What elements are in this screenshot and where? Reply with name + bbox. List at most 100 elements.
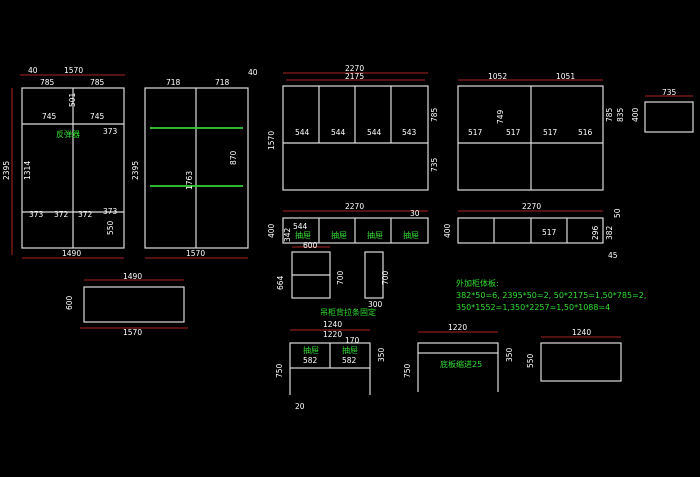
dim-600: 600 bbox=[65, 295, 74, 310]
small-box-elevation: 735 400 bbox=[631, 88, 694, 133]
dim-517: 517 bbox=[543, 128, 558, 137]
dim-1240: 1240 bbox=[323, 320, 342, 329]
dim-870: 870 bbox=[229, 150, 238, 165]
upper-cabinet-b-elevation: 1052 1051 835 785 517 749 517 517 516 bbox=[457, 72, 625, 191]
dim-517: 517 bbox=[468, 128, 483, 137]
dim-1314: 1314 bbox=[23, 161, 32, 180]
dim-501: 501 bbox=[68, 92, 77, 107]
dim-350: 350 bbox=[377, 347, 386, 362]
dim-400: 400 bbox=[443, 223, 452, 238]
dim-170: 170 bbox=[345, 336, 360, 345]
dim-373: 373 bbox=[29, 210, 44, 219]
dim-517: 517 bbox=[506, 128, 521, 137]
side-views: 600 664 700 700 300 吊柜背拉条固定 bbox=[276, 241, 390, 317]
dim-745: 745 bbox=[90, 112, 105, 121]
dim-718: 718 bbox=[215, 78, 230, 87]
dim-2270: 2270 bbox=[345, 64, 364, 73]
plan-view: 1490 600 1570 bbox=[65, 272, 188, 337]
dim-373: 373 bbox=[103, 207, 118, 216]
notes-line-1: 382*50=6, 2395*50=2, 50*2175=1,50*785=2, bbox=[456, 291, 646, 300]
dim-20: 20 bbox=[295, 402, 305, 411]
dim-544: 544 bbox=[331, 128, 346, 137]
table-plan-frame bbox=[540, 342, 622, 382]
dim-45: 45 bbox=[608, 251, 618, 260]
drawer-label: 抽屉 bbox=[403, 230, 419, 240]
table-top bbox=[417, 342, 499, 354]
dim-544: 544 bbox=[293, 222, 308, 231]
dim-30: 30 bbox=[410, 209, 420, 218]
dim-544: 544 bbox=[295, 128, 310, 137]
plan-frame bbox=[83, 286, 185, 323]
notes-title: 外加柜体板: bbox=[456, 278, 499, 288]
dim-2175: 2175 bbox=[345, 72, 364, 81]
dim-1570: 1570 bbox=[64, 66, 83, 75]
drawer-label: 抽屉 bbox=[342, 345, 358, 355]
dim-40: 40 bbox=[248, 68, 258, 77]
dim-1570: 1570 bbox=[186, 249, 205, 258]
small-box-frame bbox=[644, 101, 694, 133]
dim-1220: 1220 bbox=[323, 330, 342, 339]
dim-300: 300 bbox=[368, 300, 383, 309]
desk-elevation: 1240 1220 170 抽屉 抽屉 582 582 750 350 20 bbox=[275, 320, 386, 411]
dim-550: 550 bbox=[106, 220, 115, 235]
dim-400: 400 bbox=[631, 107, 640, 122]
dim-582: 582 bbox=[342, 356, 357, 365]
table-plan-view: 1240 550 bbox=[526, 328, 622, 382]
side-view-b bbox=[364, 251, 384, 299]
dim-700: 700 bbox=[381, 270, 390, 285]
upper-cabinet-elevation: 2270 2175 1570 785 735 544 544 544 543 bbox=[267, 64, 439, 191]
dim-1763: 1763 bbox=[185, 171, 194, 190]
dim-543: 543 bbox=[402, 128, 417, 137]
dim-1570: 1570 bbox=[123, 328, 142, 337]
dim-517: 517 bbox=[542, 228, 557, 237]
dim-2270: 2270 bbox=[345, 202, 364, 211]
dim-749: 749 bbox=[496, 109, 505, 124]
notes-line-2: 350*1552=1,350*2257=1,50*1088=4 bbox=[456, 303, 610, 312]
dim-550: 550 bbox=[526, 353, 535, 368]
dim-785: 785 bbox=[605, 107, 614, 122]
dim-745: 745 bbox=[42, 112, 57, 121]
dim-1220: 1220 bbox=[448, 323, 467, 332]
dim-785: 785 bbox=[430, 107, 439, 122]
dim-2270: 2270 bbox=[522, 202, 541, 211]
dim-382: 382 bbox=[605, 225, 614, 240]
dim-1240: 1240 bbox=[572, 328, 591, 337]
rebound-device-label: 反弹器 bbox=[56, 129, 80, 139]
bottom-board-inset-label: 底板缩进25 bbox=[440, 359, 482, 369]
dim-40: 40 bbox=[28, 66, 38, 75]
wardrobe-a-elevation: 40 1570 785 785 2395 745 501 745 373 131… bbox=[2, 66, 125, 259]
back-strip-label: 吊柜背拉条固定 bbox=[320, 307, 376, 317]
dim-372: 372 bbox=[78, 210, 93, 219]
dim-372: 372 bbox=[54, 210, 69, 219]
drawer-label: 抽屉 bbox=[295, 230, 311, 240]
dim-835: 835 bbox=[616, 107, 625, 122]
dim-50: 50 bbox=[613, 208, 622, 218]
wardrobe-b-elevation: 718 718 40 2395 870 1763 1570 bbox=[131, 68, 258, 259]
dim-1490: 1490 bbox=[123, 272, 142, 281]
dim-785: 785 bbox=[40, 78, 55, 87]
dim-342: 342 bbox=[283, 227, 292, 242]
dim-785: 785 bbox=[90, 78, 105, 87]
drawer-unit-elevation: 2270 30 400 342 544 抽屉 抽屉 抽屉 抽屉 bbox=[267, 202, 429, 244]
dim-700: 700 bbox=[336, 270, 345, 285]
dim-735: 735 bbox=[662, 88, 677, 97]
drawer-unit-b-elevation: 2270 400 517 296 382 50 45 bbox=[443, 202, 622, 260]
dim-600: 600 bbox=[303, 241, 318, 250]
dim-1490: 1490 bbox=[62, 249, 81, 258]
dim-1052: 1052 bbox=[488, 72, 507, 81]
notes-block: 外加柜体板: 382*50=6, 2395*50=2, 50*2175=1,50… bbox=[456, 278, 646, 312]
dim-400: 400 bbox=[267, 223, 276, 238]
dim-544: 544 bbox=[367, 128, 382, 137]
dim-735: 735 bbox=[430, 157, 439, 172]
table-elevation: 1220 750 350 底板缩进25 bbox=[403, 323, 514, 392]
dim-2395: 2395 bbox=[131, 161, 140, 180]
dim-1570: 1570 bbox=[267, 131, 276, 150]
dim-516: 516 bbox=[578, 128, 593, 137]
dim-664: 664 bbox=[276, 275, 285, 290]
dim-750: 750 bbox=[275, 363, 284, 378]
dim-718: 718 bbox=[166, 78, 181, 87]
dim-582: 582 bbox=[303, 356, 318, 365]
dim-2395: 2395 bbox=[2, 161, 11, 180]
drawer-label: 抽屉 bbox=[331, 230, 347, 240]
